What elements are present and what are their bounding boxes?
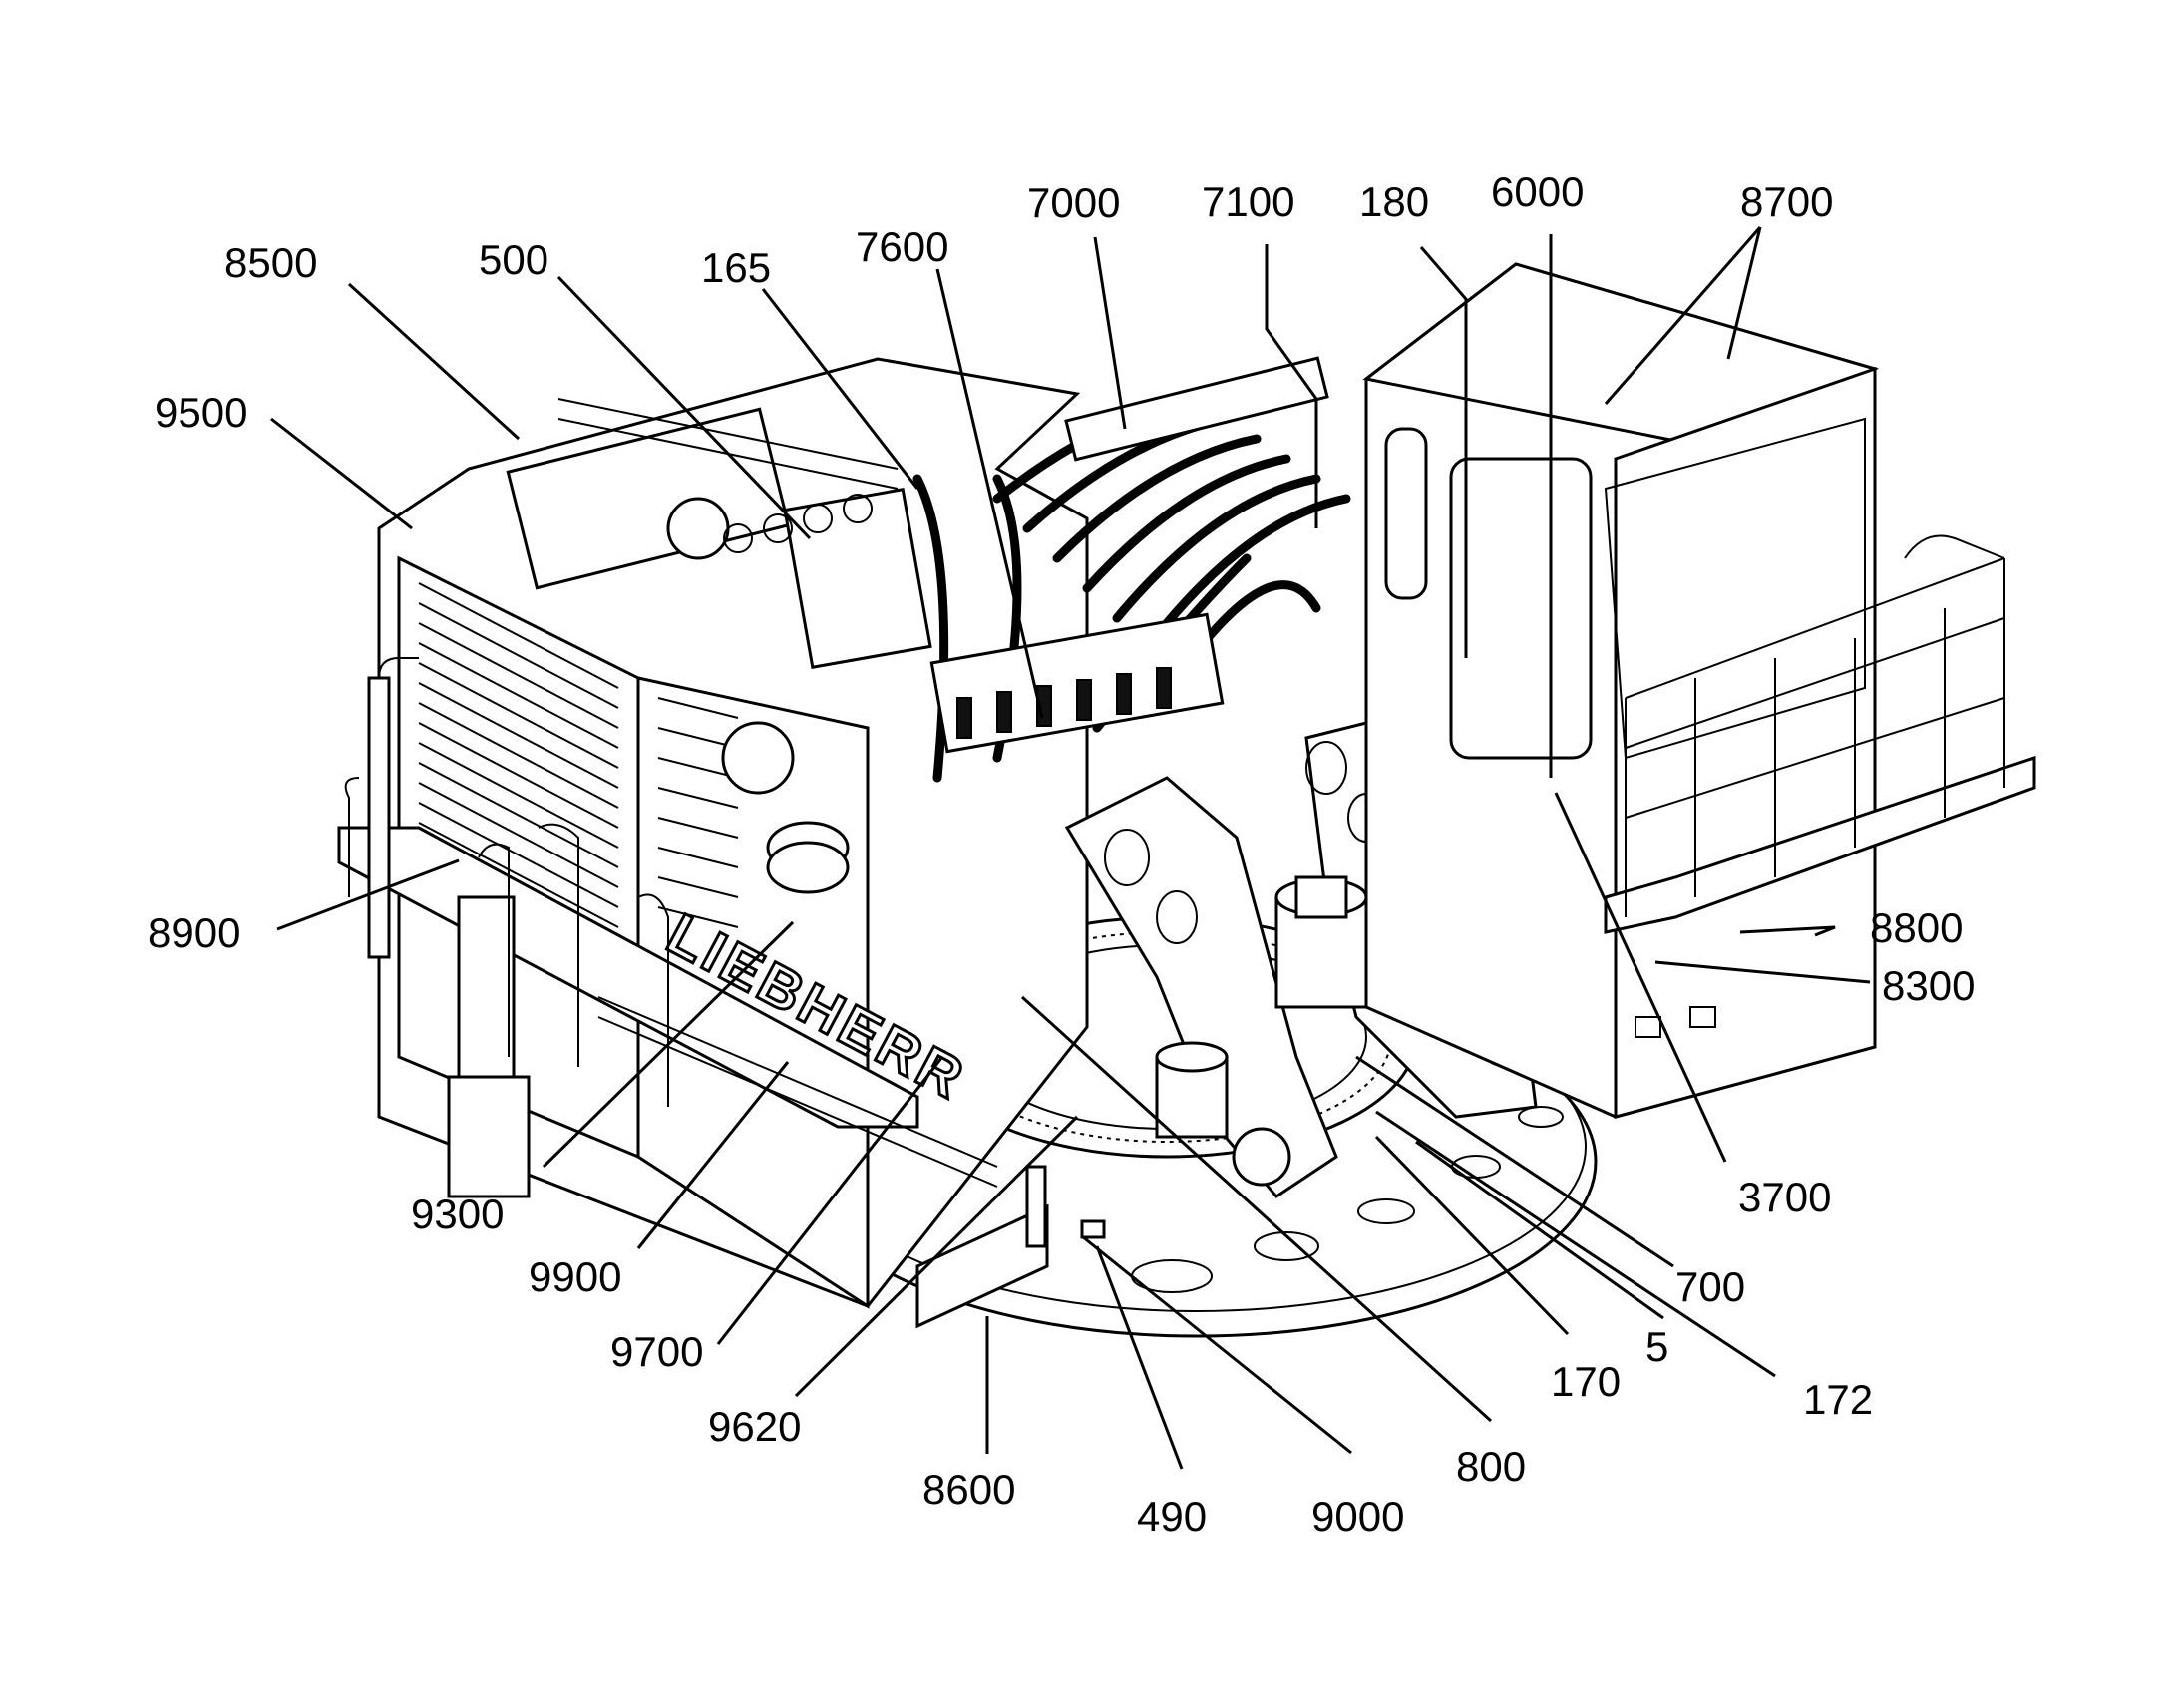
leader-lines [270,226,1871,1470]
callout-8600: 8600 [922,1466,1015,1513]
callout-170: 170 [1551,1358,1621,1405]
callout-5: 5 [1645,1323,1668,1370]
engine [506,398,932,894]
operator-cab [1362,262,1880,1119]
callout-8300: 8300 [1882,962,1975,1009]
control-valves [929,612,1225,754]
callout-165: 165 [701,244,771,291]
callout-8900: 8900 [148,909,240,956]
callout-7100: 7100 [1202,178,1294,225]
callout-9000: 9000 [1311,1493,1404,1539]
slew-drive [1155,875,1368,1139]
callout-8700: 8700 [1740,178,1833,225]
callout-9300: 9300 [411,1191,504,1237]
callout-700: 700 [1675,1263,1745,1310]
right-platform [1604,534,2036,934]
callout-8800: 8800 [1870,904,1963,951]
callout-6000: 6000 [1491,169,1584,215]
callout-172: 172 [1803,1376,1873,1423]
callout-3700: 3700 [1738,1174,1831,1220]
front-step [915,1165,1106,1329]
callout-9500: 9500 [155,389,247,436]
callout-9620: 9620 [708,1403,801,1450]
callout-7600: 7600 [856,223,948,270]
hydraulic-hoses [912,356,1351,783]
callout-9900: 9900 [529,1253,621,1300]
callout-800: 800 [1456,1443,1526,1490]
callout-500: 500 [479,236,548,283]
callout-7000: 7000 [1027,179,1120,226]
callout-9700: 9700 [610,1328,703,1375]
callout-180: 180 [1359,178,1429,225]
callout-labels: 8500 500 165 7600 7000 7100 180 6000 870… [148,169,1975,1539]
callout-8500: 8500 [224,239,317,286]
callout-490: 490 [1137,1493,1207,1539]
